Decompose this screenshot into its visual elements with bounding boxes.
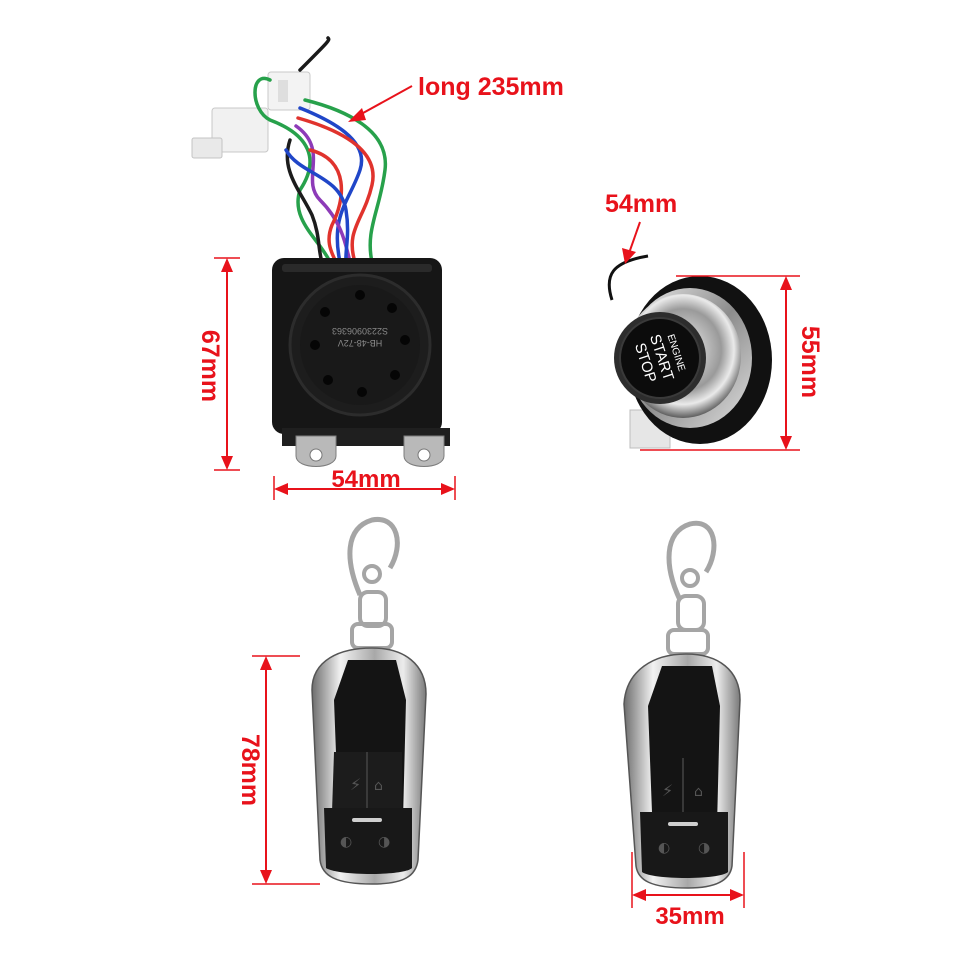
remote-width-dimension: 35mm <box>631 852 745 930</box>
remote-right-speaker-icon: ◐ <box>658 840 670 856</box>
alarm-unit: HB-48-72V S2230906363 <box>191 36 450 467</box>
keychain-clasp-left <box>347 517 400 650</box>
wire-length-annotation: long 235mm <box>348 73 564 122</box>
remote-right-lock-icon: ⌂ <box>694 784 703 800</box>
alarm-serial-text: S2230906363 <box>332 326 388 336</box>
mount-tab-right <box>403 435 445 467</box>
remote-height-dimension: 78mm <box>236 655 320 885</box>
speaker-grille <box>288 273 432 417</box>
wire-bundle <box>253 36 387 264</box>
alarm-height-dimension: 67mm <box>196 257 240 471</box>
wire-length-label: long 235mm <box>418 73 564 101</box>
mount-tab-left <box>295 435 337 467</box>
button-wire-annotation: 54mm <box>605 190 677 264</box>
remote-left-mute-icon: ◑ <box>378 834 390 850</box>
button-height-dimension: 55mm <box>640 275 824 451</box>
remote-left-lock-icon: ⌂ <box>374 778 383 794</box>
remote-height-label: 78mm <box>236 734 264 806</box>
remote-left-bolt-icon: ⚡ <box>350 775 361 794</box>
keychain-clasp-right <box>666 520 717 656</box>
button-wire-label: 54mm <box>605 190 677 218</box>
remote-width-label: 35mm <box>655 903 724 930</box>
remote-right-mute-icon: ◑ <box>698 840 710 856</box>
remote-left-speaker-icon: ◐ <box>340 834 352 850</box>
alarm-height-label: 67mm <box>196 330 224 402</box>
remote-fob-right: ⚡ ⌂ ◐ ◑ <box>623 520 741 889</box>
alarm-model-text: HB-48-72V <box>338 338 383 348</box>
start-stop-button: ENGINE START STOP <box>607 254 772 449</box>
alarm-width-label: 54mm <box>331 466 400 493</box>
remote-fob-left: ⚡ ⌂ ◐ ◑ <box>311 517 427 885</box>
remote-right-bolt-icon: ⚡ <box>662 781 673 800</box>
alarm-width-dimension: 54mm <box>273 466 456 500</box>
button-height-label: 55mm <box>796 326 824 398</box>
wire-connector <box>191 71 311 159</box>
